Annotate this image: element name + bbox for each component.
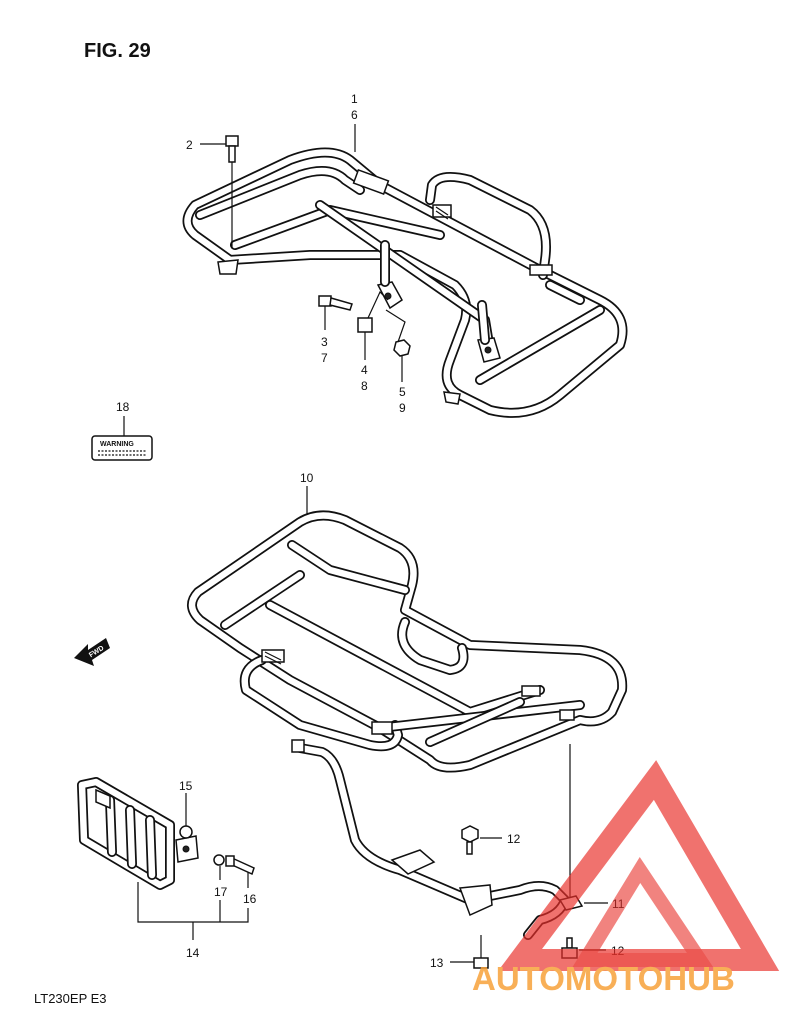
callout-12-upper: 12 [507, 832, 521, 846]
automotohub-logo-text: AUTOMOTOHUB [472, 960, 735, 997]
leader-14 [137, 882, 249, 940]
callout-15: 15 [179, 779, 193, 793]
callout-3: 3 [321, 335, 328, 349]
forward-arrow-text: FWD [88, 645, 105, 659]
callout-7: 7 [321, 351, 328, 365]
automotohub-logo: AUTOMOTOHUB [472, 760, 780, 997]
callout-9: 9 [399, 401, 406, 415]
leader-4-link [367, 290, 389, 319]
bolt-3 [318, 295, 353, 311]
callout-1: 1 [351, 92, 358, 106]
collar-4 [357, 317, 373, 333]
callout-6: 6 [351, 108, 358, 122]
washer-17 [213, 854, 225, 866]
forward-arrow: FWD [74, 638, 110, 666]
rear-support-bracket [291, 739, 570, 940]
rear-carrier [187, 510, 628, 773]
callout-2: 2 [186, 138, 193, 152]
collar-13 [473, 957, 489, 969]
rear-guard-14 [77, 777, 199, 890]
callout-5: 5 [399, 385, 406, 399]
warning-label-18: WARNING [91, 435, 153, 461]
collar-15 [179, 825, 193, 839]
model-code: LT230EP E3 [34, 991, 107, 1006]
callout-18: 18 [116, 400, 130, 414]
bolt-16 [225, 855, 255, 876]
figure-title: FIG. 29 [84, 40, 151, 62]
leader-5-link [385, 309, 406, 343]
callout-13: 13 [430, 956, 444, 970]
callout-10: 10 [300, 471, 314, 485]
bolt-12-upper [461, 825, 479, 855]
callout-14: 14 [186, 946, 200, 960]
callout-8: 8 [361, 379, 368, 393]
callout-17: 17 [214, 885, 228, 899]
callout-4: 4 [361, 363, 368, 377]
callout-16: 16 [243, 892, 257, 906]
nut-5 [393, 339, 411, 357]
bolt-2 [225, 135, 239, 248]
front-carrier [182, 147, 628, 418]
warning-label-text: WARNING [100, 441, 134, 448]
